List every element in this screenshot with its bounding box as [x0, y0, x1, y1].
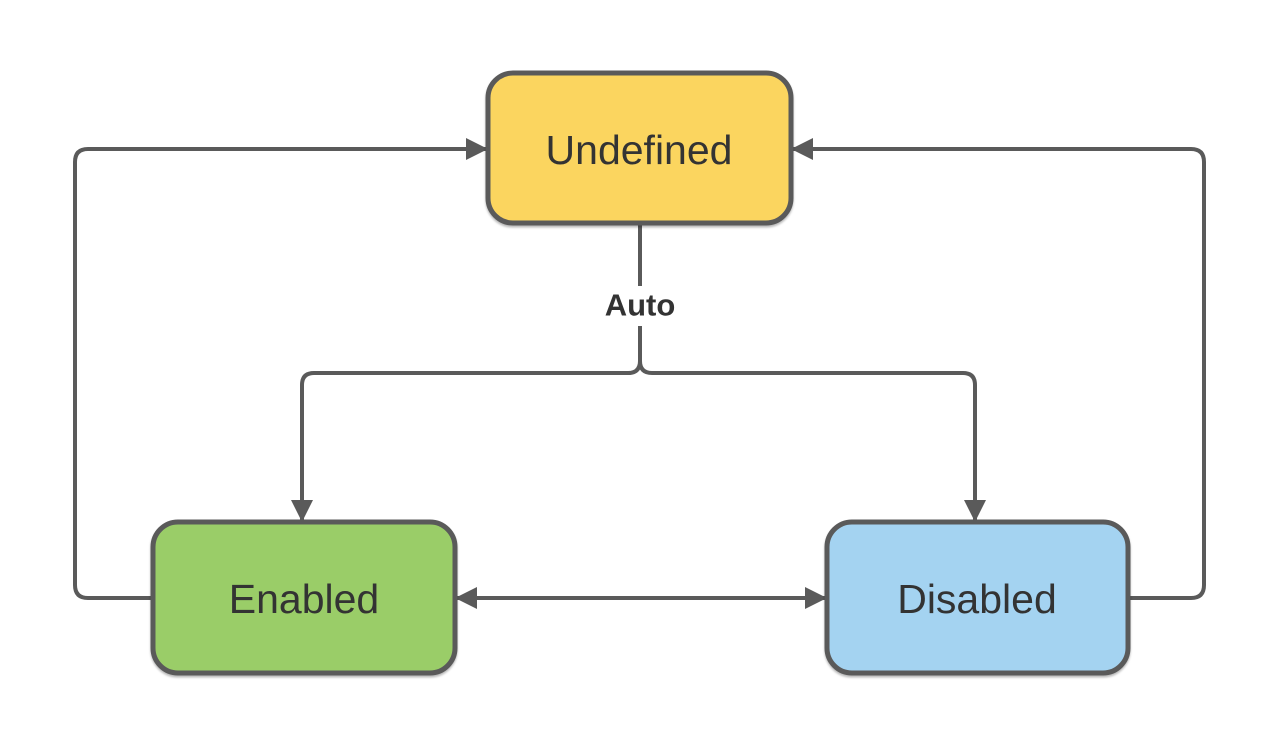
node-enabled-shape: [150, 519, 458, 676]
node-enabled: Enabled: [150, 519, 458, 676]
edge-undefined-to-disabled: [638, 326, 986, 522]
node-disabled: Disabled: [824, 519, 1131, 676]
node-enabled-label: Enabled: [229, 576, 379, 622]
edge-disabled-to-undefined: [791, 138, 1206, 600]
edge-undefined-to-enabled: [291, 326, 642, 522]
node-undefined: Undefined: [485, 70, 794, 226]
edge-label-auto: Auto: [605, 288, 676, 323]
node-undefined-shape: [485, 70, 794, 226]
node-disabled-label: Disabled: [897, 576, 1057, 622]
edge-enabled-to-undefined: [73, 138, 488, 600]
node-undefined-label: Undefined: [546, 127, 733, 173]
node-disabled-shape: [824, 519, 1131, 676]
